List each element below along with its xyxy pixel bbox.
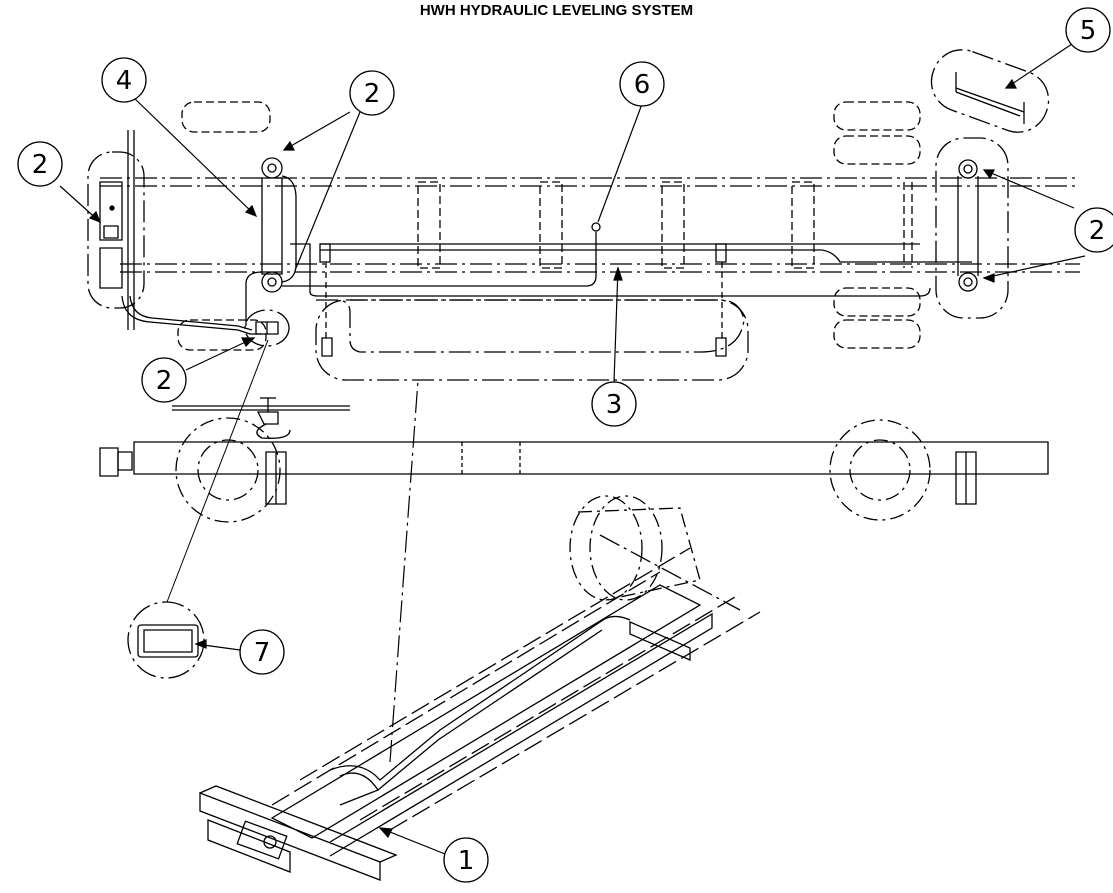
- iso-dashed-rails: [272, 548, 760, 830]
- front-jack-group: [88, 152, 144, 308]
- callout-2-right-label: 2: [1089, 216, 1106, 246]
- leader-lines: [60, 40, 1085, 858]
- callout-2-top: 2: [350, 71, 394, 115]
- iso-front-bumper: [200, 786, 396, 880]
- side-view: [100, 398, 1048, 522]
- callout-2-left: 2: [18, 142, 62, 186]
- plan-view: [88, 102, 1080, 380]
- callout-1-label: 1: [458, 846, 475, 876]
- valve-plates: [320, 244, 726, 356]
- iso-view: [200, 496, 760, 880]
- mid-jack-assembly: [262, 158, 296, 292]
- callout-3-label: 3: [606, 390, 623, 420]
- callout-4-label: 4: [116, 66, 133, 96]
- item-5-detail: [923, 41, 1057, 140]
- rear-jack-group: [936, 138, 1008, 318]
- callout-6: 6: [620, 62, 664, 106]
- callout-1: 1: [444, 838, 488, 882]
- callout-2-top-label: 2: [364, 79, 381, 109]
- iso-tire: [570, 496, 700, 600]
- callout-2-left-label: 2: [32, 150, 49, 180]
- rear-jacks: [958, 160, 978, 291]
- iso-rails: [272, 585, 712, 856]
- front-bumper: [128, 130, 134, 330]
- callout-3: 3: [592, 382, 636, 426]
- hydraulic-line-group: [316, 300, 744, 352]
- callout-2-lower-label: 2: [156, 366, 173, 396]
- cross-members: [418, 182, 912, 268]
- callout-5-label: 5: [1080, 16, 1097, 46]
- callout-5: 5: [1066, 8, 1110, 52]
- iso-harness: [330, 616, 630, 805]
- callout-2-right: 2: [1075, 208, 1113, 252]
- callout-4: 4: [102, 58, 146, 102]
- callout-6-label: 6: [634, 70, 651, 100]
- front-jack: [100, 182, 122, 288]
- callout-2-lower: 2: [142, 358, 186, 402]
- hydraulic-lines: [122, 223, 972, 334]
- item-7-detail: [128, 602, 204, 678]
- frame-rails: [100, 178, 1080, 272]
- callout-7-label: 7: [254, 638, 271, 668]
- plan-tires: [178, 102, 920, 350]
- callout-7: 7: [240, 630, 284, 674]
- diagram-title: HWH HYDRAULIC LEVELING SYSTEM: [419, 2, 694, 19]
- distribution-block: [256, 322, 278, 334]
